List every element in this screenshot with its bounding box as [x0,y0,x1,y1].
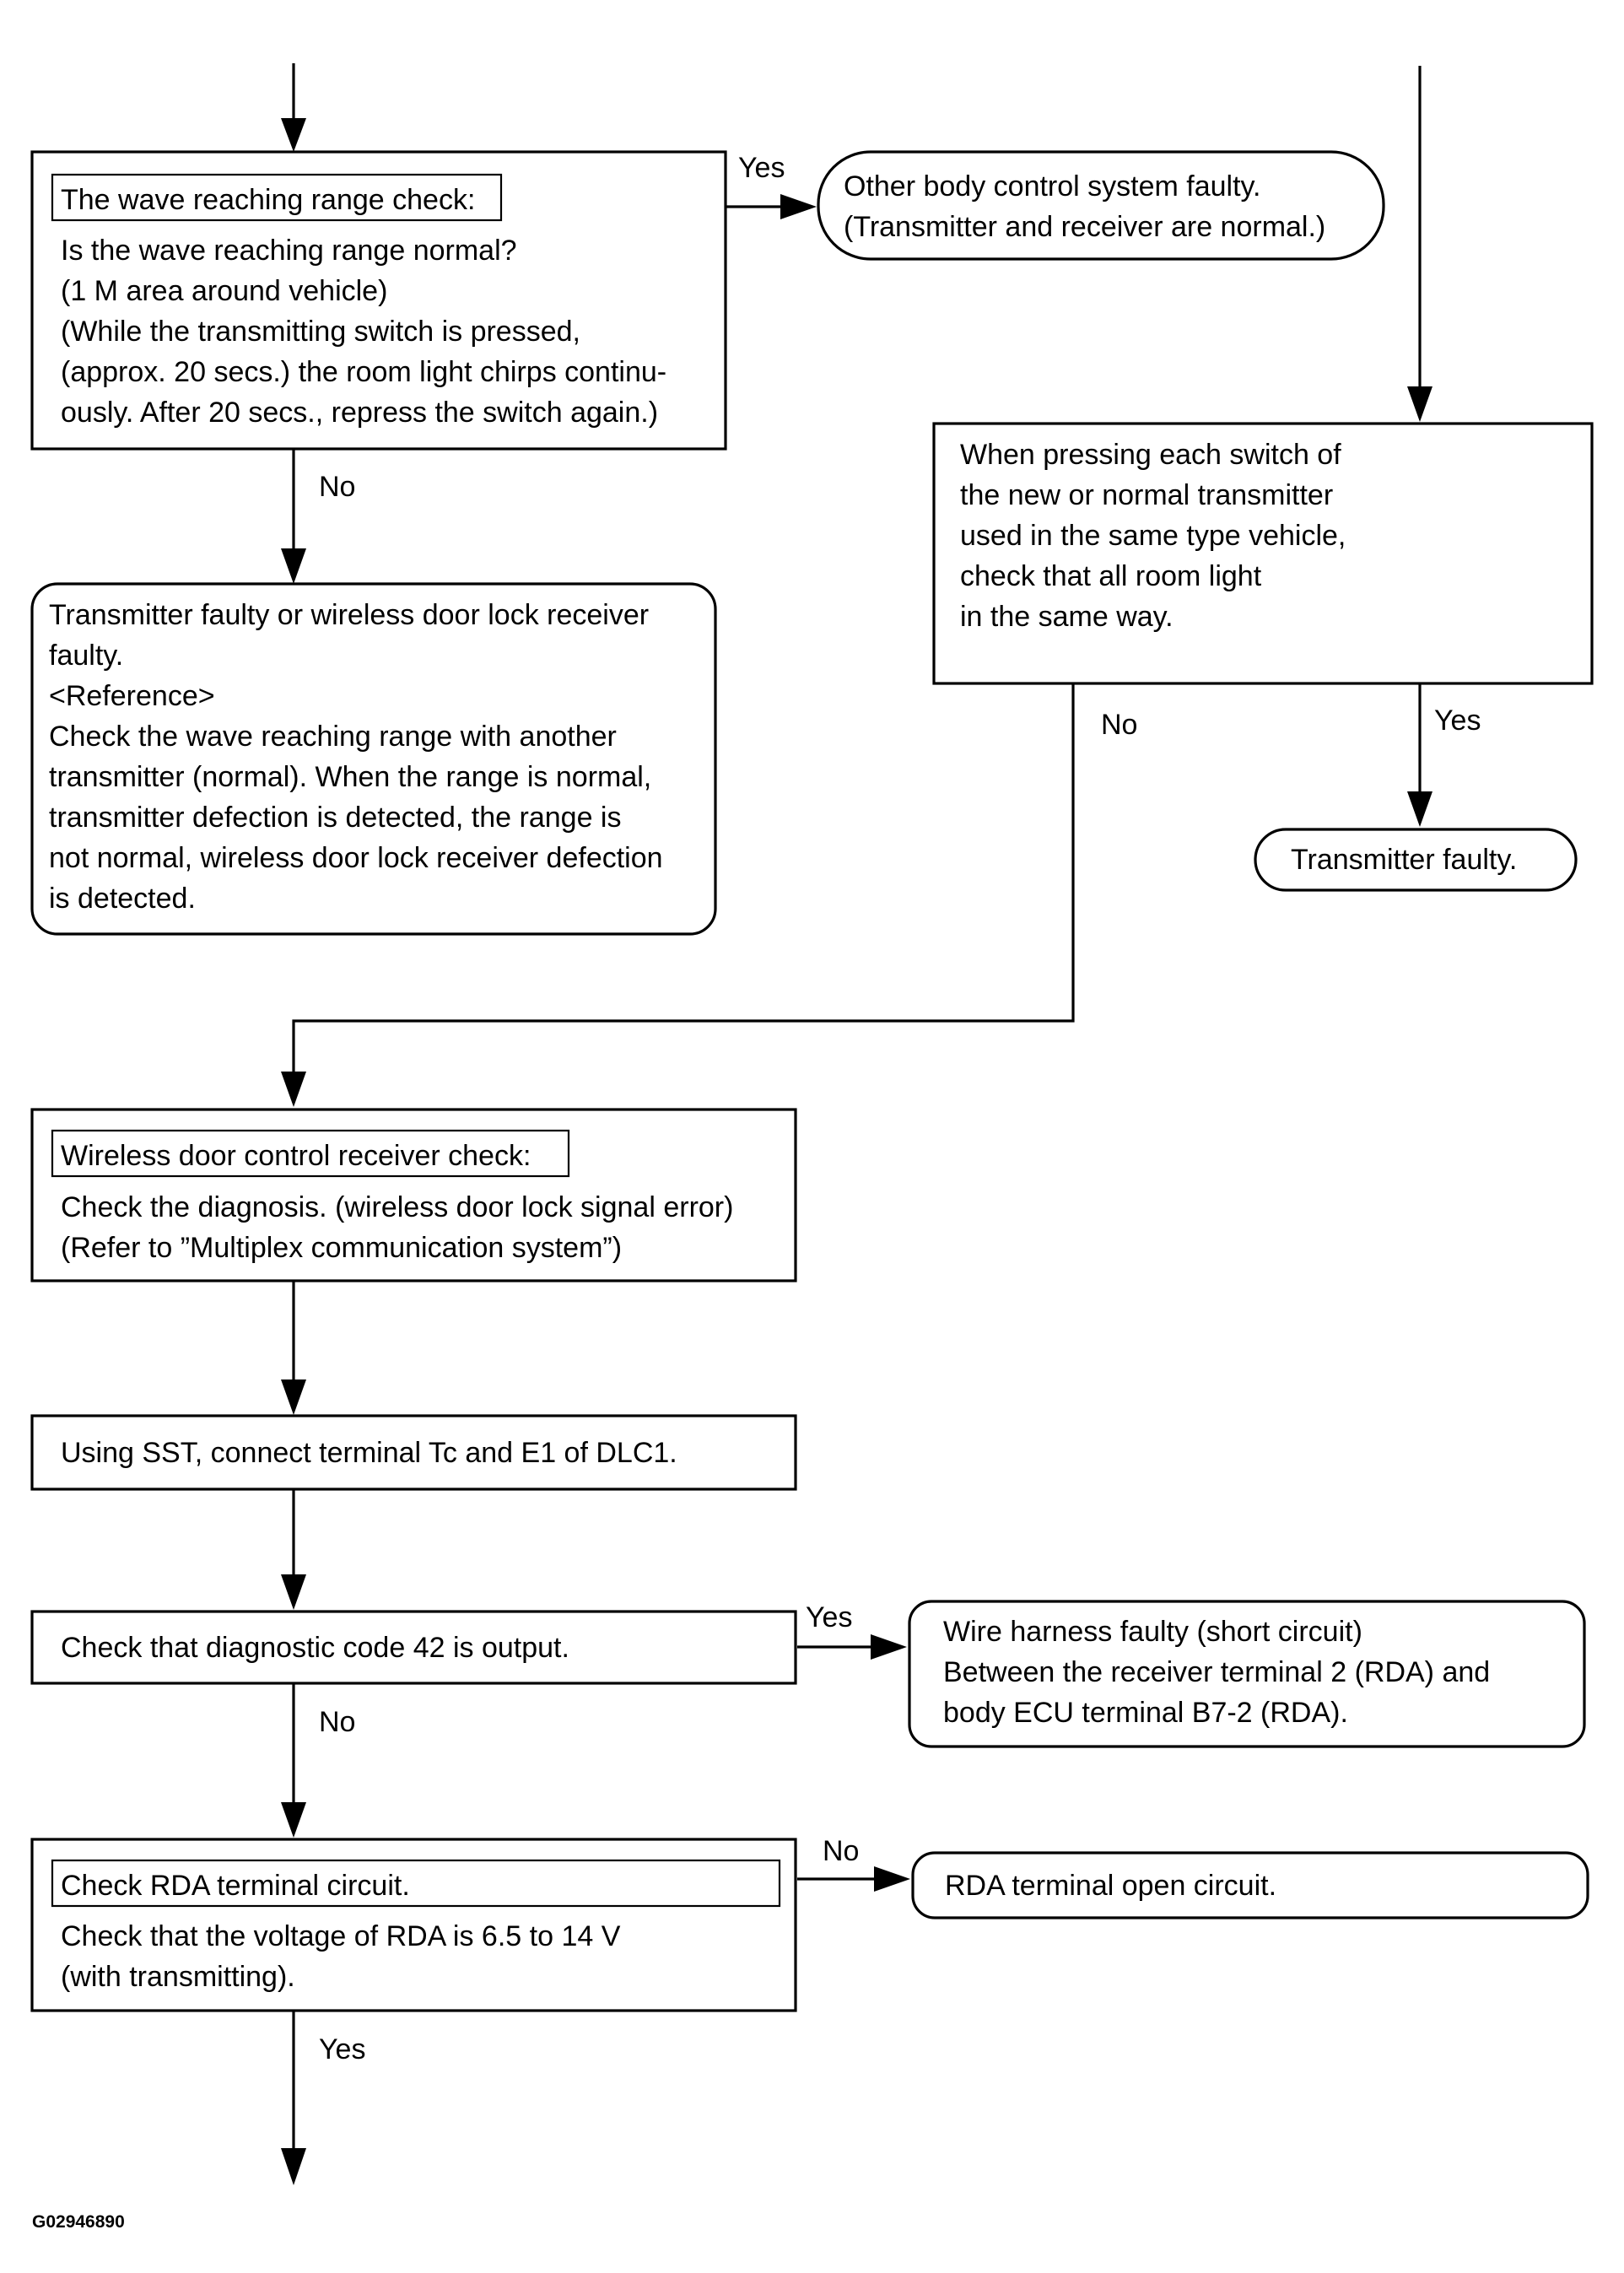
other-faulty-line-1: Other body control system faulty. [844,170,1260,202]
arrowhead-wave-no [281,548,306,584]
tr-faulty-line-4: Check the wave reaching range with anoth… [49,721,617,753]
tr-faulty-line-6: transmitter defection is detected, the r… [49,802,621,834]
arrowhead-switch-yes [1407,791,1432,827]
switch-check-line-2: the new or normal transmitter [960,479,1333,511]
sst-step-text: Using SST, connect terminal Tc and E1 of… [61,1437,677,1469]
arrowhead-rda-no [874,1866,910,1892]
tr-faulty-line-8: is detected. [49,883,196,915]
rda-check-box: Check RDA terminal circuit. Check that t… [30,1838,797,2012]
wave-check-line-3: (While the transmitting switch is presse… [61,316,580,348]
transmitter-faulty-terminator: Transmitter faulty. [1254,828,1578,892]
transmitter-or-receiver-faulty-box: Transmitter faulty or wireless door lock… [30,582,717,936]
arrowhead-code-no [281,1802,306,1838]
wave-check-title: The wave reaching range check: [61,184,475,216]
label-rda-yes: Yes [319,2033,365,2065]
label-switch-yes: Yes [1434,705,1481,737]
receiver-check-title-frame [51,1129,570,1178]
wave-check-line-1: Is the wave reaching range normal? [61,235,517,267]
tr-faulty-line-2: faulty. [49,640,123,672]
tr-faulty-line-3: <Reference> [49,680,215,712]
arrowhead-wave-yes [780,194,817,219]
arrowhead-switch-no [281,1072,306,1107]
arrowhead-code-yes [871,1634,907,1660]
arrowhead-entry-left [281,118,306,152]
harness-faulty-line-1: Wire harness faulty (short circuit) [943,1616,1362,1648]
arrowhead-entry-right [1407,386,1432,422]
label-switch-no: No [1101,709,1137,741]
other-faulty-line-2: (Transmitter and receiver are normal.) [844,211,1325,243]
tr-faulty-line-1: Transmitter faulty or wireless door lock… [49,599,649,631]
arrow-switch-no [292,683,1075,1076]
switch-check-line-3: used in the same type vehicle, [960,520,1346,552]
arrowhead-receiver-to-sst [281,1379,306,1415]
arrowhead-sst-to-code [281,1574,306,1610]
label-code-yes: Yes [806,1601,852,1633]
rda-check-line-2: (with transmitting). [61,1961,295,1993]
rda-open-text: RDA terminal open circuit. [945,1870,1276,1902]
receiver-check-line-1: Check the diagnosis. (wireless door lock… [61,1191,733,1223]
rda-check-line-1: Check that the voltage of RDA is 6.5 to … [61,1920,621,1952]
switch-check-line-4: check that all room light [960,560,1262,592]
rda-check-title: Check RDA terminal circuit. [61,1870,410,1902]
label-rda-no: No [823,1835,859,1867]
harness-faulty-line-2: Between the receiver terminal 2 (RDA) an… [943,1656,1490,1688]
code-check-box: Check that diagnostic code 42 is output. [30,1610,797,1685]
receiver-check-line-2: (Refer to ”Multiplex communication syste… [61,1232,622,1264]
switch-check-line-5: in the same way. [960,601,1173,633]
harness-faulty-box: Wire harness faulty (short circuit) Betw… [908,1600,1586,1748]
receiver-check-box: Wireless door control receiver check: Ch… [30,1108,797,1282]
rda-open-box: RDA terminal open circuit. [911,1851,1589,1919]
harness-faulty-line-3: body ECU terminal B7-2 (RDA). [943,1697,1348,1729]
figure-code: G02946890 [32,2212,125,2232]
label-code-no: No [319,1706,355,1738]
wave-check-box: The wave reaching range check: Is the wa… [30,150,727,451]
transmitter-faulty-text: Transmitter faulty. [1291,844,1517,876]
tr-faulty-line-5: transmitter (normal). When the range is … [49,761,651,793]
wave-check-title-frame [51,173,503,222]
rda-check-title-frame [51,1859,781,1908]
wave-check-line-2: (1 M area around vehicle) [61,275,387,307]
label-wave-yes: Yes [738,152,785,184]
label-wave-no: No [319,471,355,503]
branch-labels: Yes No No Yes Yes No No Yes [319,152,1481,2065]
switch-check-line-1: When pressing each switch of [960,439,1341,471]
arrowhead-rda-yes [281,2148,306,2185]
connectors [281,63,1432,2185]
wave-check-line-4: (approx. 20 secs.) the room light chirps… [61,356,666,388]
wave-check-line-5: ously. After 20 secs., repress the switc… [61,397,658,429]
switch-check-box: When pressing each switch of the new or … [932,422,1594,685]
other-faulty-terminator: Other body control system faulty. (Trans… [817,150,1385,261]
receiver-check-title: Wireless door control receiver check: [61,1140,531,1172]
sst-step-box: Using SST, connect terminal Tc and E1 of… [30,1414,797,1491]
code-check-text: Check that diagnostic code 42 is output. [61,1632,569,1664]
tr-faulty-line-7: not normal, wireless door lock receiver … [49,842,663,874]
